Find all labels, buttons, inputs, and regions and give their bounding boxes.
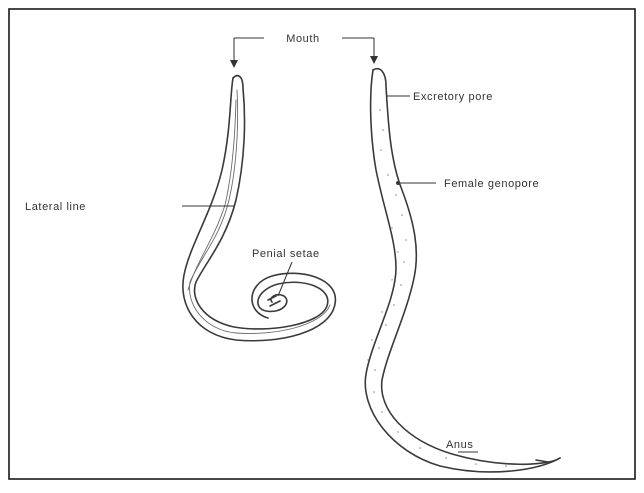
excretory-pore-label: Excretory pore: [413, 91, 493, 103]
anus-label: Anus: [446, 439, 473, 451]
mouth-label: Mouth: [286, 33, 320, 45]
female-genopore-mark: [396, 181, 400, 185]
penial-setae-label: Penial setae: [252, 248, 320, 260]
female-genopore-label: Female genopore: [444, 178, 539, 190]
lateral-line-label: Lateral line: [25, 201, 86, 213]
frame-border: [9, 9, 635, 479]
